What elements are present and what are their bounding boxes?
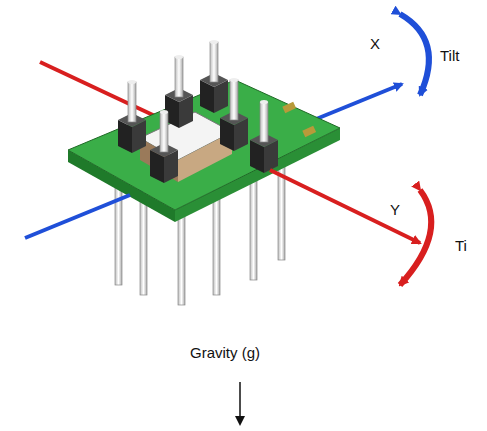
pin-header	[128, 80, 136, 84]
pin-header	[210, 40, 218, 44]
axis-label: Y	[390, 202, 400, 219]
pin-header	[160, 112, 168, 152]
axis-label: X	[370, 36, 380, 53]
pin-header	[260, 100, 268, 104]
tilt-label: Tilt	[440, 48, 459, 65]
tilt-label: Ti	[455, 238, 467, 255]
pin-header	[128, 82, 136, 122]
pin-header	[160, 110, 168, 114]
gravity-label: Gravity (g)	[190, 345, 260, 362]
pin-header	[175, 55, 183, 59]
pin-header	[175, 57, 183, 97]
pin-header	[260, 102, 268, 142]
pin-header	[230, 78, 238, 82]
pin-header	[210, 42, 218, 82]
pin-header	[230, 80, 238, 120]
